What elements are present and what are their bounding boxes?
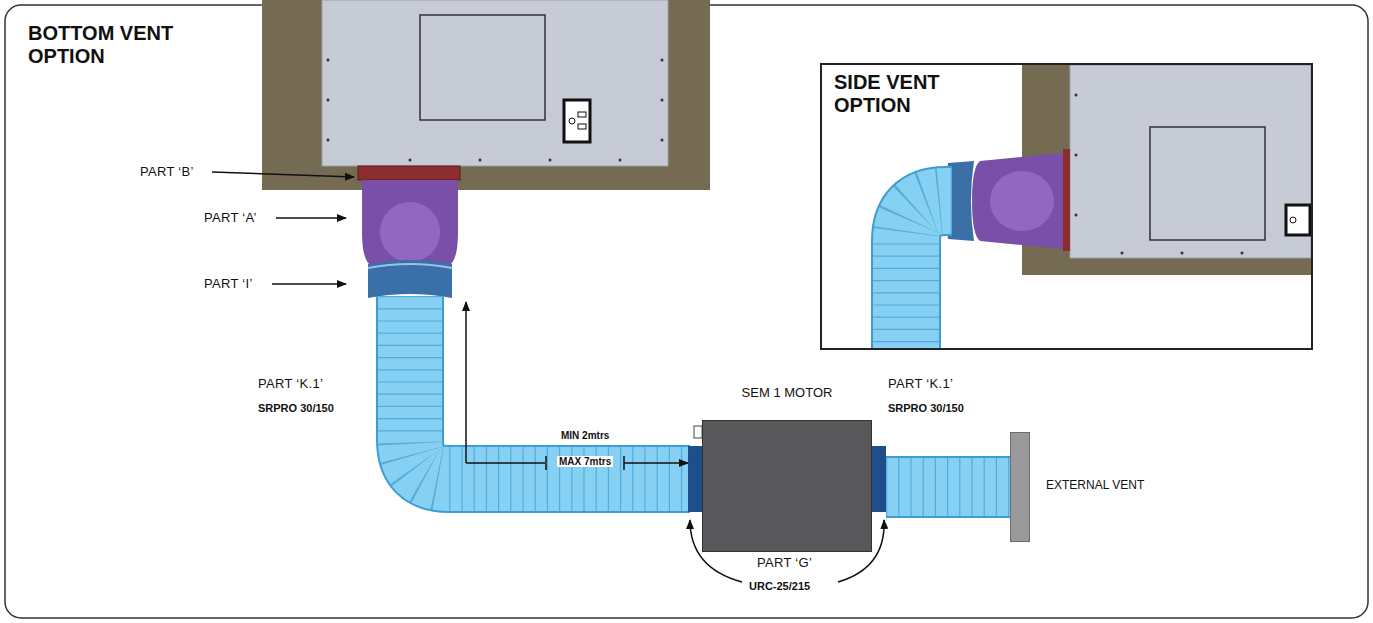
part-code: MAX 7mtrs	[557, 456, 613, 467]
leader-line	[272, 283, 346, 285]
dimension-line	[465, 302, 467, 463]
screw	[1121, 252, 1124, 255]
drawing-part	[906, 201, 952, 348]
screw	[1241, 252, 1244, 255]
drawing-part	[886, 458, 1010, 516]
socket	[564, 100, 590, 142]
drawing-part	[886, 458, 1010, 516]
screws	[327, 59, 664, 162]
part-label: PART ‘A’	[204, 210, 257, 225]
part-g-coupler	[688, 446, 702, 512]
screw	[1075, 214, 1078, 217]
wall	[262, 0, 710, 190]
motor-bump	[694, 426, 702, 438]
external-vent: EXTERNAL VENT	[1010, 432, 1170, 542]
vent-label: EXTERNAL VENT	[1046, 478, 1144, 492]
part-i-ring	[368, 260, 452, 298]
drawing-part	[990, 171, 1054, 231]
socket	[1286, 205, 1310, 235]
drawing-part	[906, 201, 952, 348]
motor-box: SEM 1 MOTOR	[702, 385, 872, 552]
vent-plate	[1010, 432, 1030, 542]
duct	[906, 201, 952, 348]
drawing-part	[1290, 217, 1296, 223]
motor-label: SEM 1 MOTOR	[702, 385, 872, 400]
inset-heading: SIDE VENT OPTION	[834, 71, 994, 117]
inset-panel: SIDE VENT OPTION	[820, 63, 1313, 350]
part-code: SRPRO 30/150	[888, 402, 964, 414]
duct-connector	[886, 487, 1010, 488]
part-label: PART ‘I’	[204, 276, 253, 291]
part-code: URC-25/215	[749, 580, 810, 592]
screw	[1075, 154, 1078, 157]
part-label: PART ‘G’	[757, 555, 812, 570]
part-a-transition	[972, 153, 1063, 249]
duct-k1-left	[410, 296, 690, 479]
part-code: SRPRO 30/150	[258, 402, 334, 414]
appliance	[322, 0, 668, 166]
part-b-flange	[358, 166, 460, 180]
screw	[1181, 252, 1184, 255]
part-g-coupler	[872, 446, 886, 512]
part-b-flange	[1063, 149, 1070, 251]
diagram-title: BOTTOM VENT OPTION	[28, 22, 188, 68]
part-label: PART ‘B’	[140, 164, 194, 179]
appliance	[1070, 65, 1311, 258]
appliance-panel	[1150, 127, 1265, 240]
leader-line	[276, 217, 346, 219]
part-code: MIN 2mtrs	[559, 430, 611, 441]
screw	[1075, 94, 1078, 97]
part-a-transition	[362, 180, 458, 266]
drawing-part	[886, 456, 1010, 518]
part-label: PART ‘K.1’	[258, 376, 323, 391]
motor-body	[702, 420, 872, 552]
appliance-panel	[420, 15, 545, 120]
leader-line	[212, 172, 354, 177]
part-label: PART ‘K.1’	[888, 376, 953, 391]
